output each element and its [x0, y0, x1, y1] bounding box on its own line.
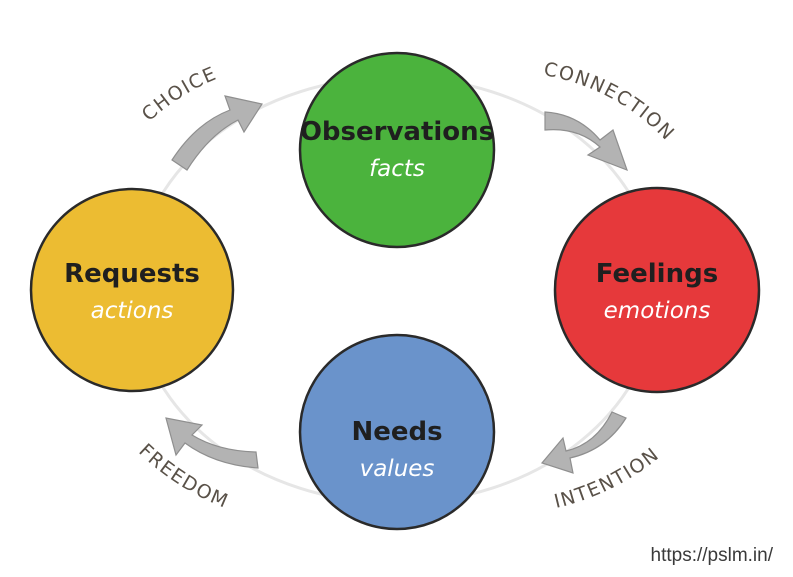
requests-subtitle: actions — [91, 298, 174, 324]
needs-circle — [298, 333, 496, 531]
feelings-circle — [553, 186, 761, 394]
choice-label: CHOICE — [138, 62, 221, 125]
feelings-node: Feelings emotions — [553, 186, 761, 394]
needs-title: Needs — [351, 417, 442, 447]
requests-circle — [29, 187, 235, 393]
requests-title: Requests — [64, 259, 200, 289]
needs-subtitle: values — [360, 456, 435, 482]
requests-node: Requests actions — [29, 187, 235, 393]
freedom-arrow-icon — [165, 417, 259, 469]
observations-circle — [298, 51, 496, 249]
observations-subtitle: facts — [369, 156, 425, 182]
feelings-title: Feelings — [596, 259, 718, 289]
choice-arrow-icon — [171, 95, 263, 171]
watermark-url: https://pslm.in/ — [650, 545, 774, 566]
connection-arrow-icon — [544, 111, 628, 172]
intention-arrow-icon — [540, 411, 627, 474]
needs-node: Needs values — [298, 333, 496, 531]
observations-node: Observations facts — [298, 51, 496, 249]
feelings-subtitle: emotions — [604, 298, 711, 324]
observations-title: Observations — [300, 117, 494, 147]
